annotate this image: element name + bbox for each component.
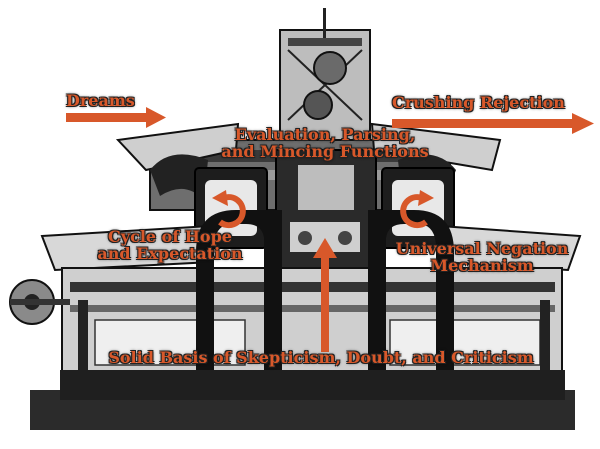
cycle-label-line1: Cycle of Hope <box>108 227 232 246</box>
machine-base <box>60 370 565 400</box>
crushing-rejection-label: Crushing Rejection <box>392 93 565 112</box>
evaluation-label: Evaluation, Parsing, and Mincing Functio… <box>200 126 450 160</box>
negation-label-line2: Mechanism <box>430 256 534 275</box>
right-arch-frame <box>368 210 454 385</box>
negation-label: Universal Negation Mechanism <box>392 240 572 274</box>
basis-up-arrow <box>313 238 337 352</box>
negation-circular-arrow <box>400 190 434 229</box>
evaluation-label-line2: and Mincing Functions <box>221 142 429 161</box>
dreams-arrow <box>66 107 166 128</box>
cycle-label-line2: and Expectation <box>97 244 243 263</box>
right-feed-tray <box>370 122 502 172</box>
flywheel <box>9 279 70 325</box>
dreams-label: Dreams <box>66 91 135 110</box>
negation-label-line1: Universal Negation <box>395 239 569 258</box>
crushing-rejection-arrow <box>392 113 594 134</box>
cycle-circular-arrow <box>212 190 246 229</box>
cycle-label: Cycle of Hope and Expectation <box>80 228 260 262</box>
basis-label: Solid Basis of Skepticism, Doubt, and Cr… <box>108 348 534 367</box>
evaluation-label-line1: Evaluation, Parsing, <box>234 125 416 144</box>
top-tower <box>279 8 371 141</box>
left-arch-frame <box>196 210 282 385</box>
left-feed-tray <box>115 122 240 172</box>
